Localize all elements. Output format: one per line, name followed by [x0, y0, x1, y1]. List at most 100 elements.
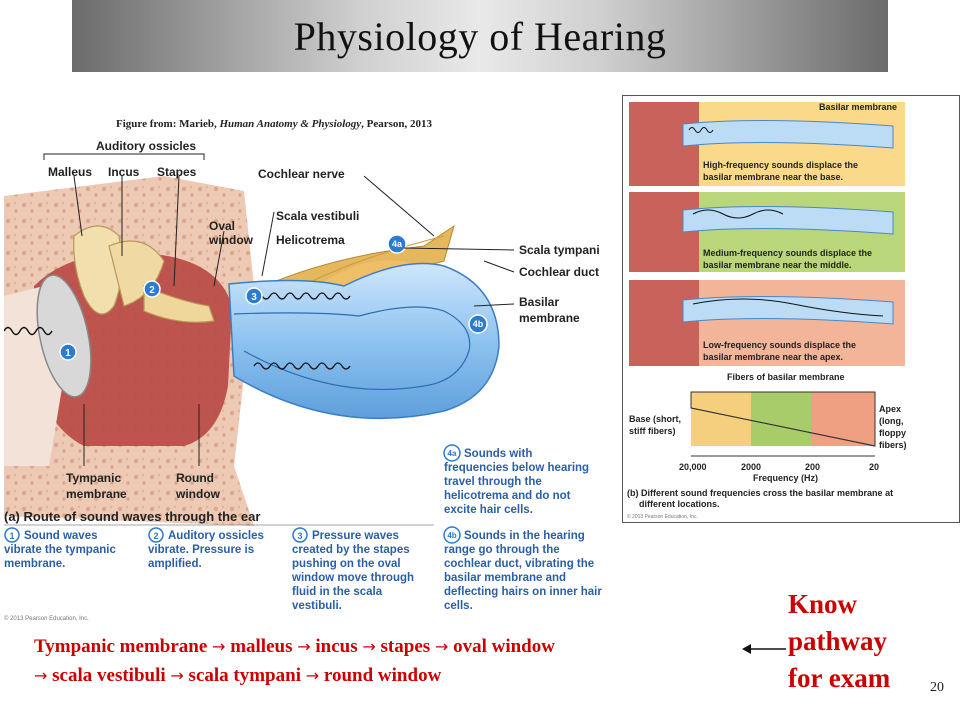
- apex-label: Apex: [879, 404, 901, 414]
- svg-text:cochlear duct, vibrating the: cochlear duct, vibrating the: [444, 558, 594, 570]
- marker-3: 3: [245, 287, 263, 305]
- page-number: 20: [930, 680, 944, 695]
- ossicles: [73, 225, 215, 323]
- svg-text:pushing on the oval: pushing on the oval: [292, 558, 401, 570]
- copyright-b: © 2013 Pearson Education, Inc.: [627, 513, 698, 520]
- svg-text:window: window: [175, 487, 221, 501]
- svg-text:1: 1: [65, 348, 71, 359]
- sound-wave-canal: [4, 326, 53, 336]
- pathway-line-1: Tympanic membrane → malleus → incus → st…: [34, 636, 555, 657]
- svg-text:membrane.: membrane.: [4, 558, 65, 570]
- svg-text:basilar membrane near the apex: basilar membrane near the apex.: [703, 352, 843, 362]
- label-incus: Incus: [108, 165, 140, 179]
- svg-text:1: 1: [9, 531, 14, 541]
- label-round-window: Round: [176, 471, 214, 485]
- svg-text:Sound waves: Sound waves: [24, 530, 98, 542]
- title-bar: Physiology of Hearing: [72, 0, 888, 72]
- svg-text:helicotrema and do not: helicotrema and do not: [444, 490, 571, 502]
- svg-text:travel through the: travel through the: [444, 476, 542, 488]
- svg-text:basilar membrane and: basilar membrane and: [444, 572, 566, 584]
- svg-text:amplified.: amplified.: [148, 558, 202, 570]
- svg-text:excite hair cells.: excite hair cells.: [444, 504, 533, 516]
- svg-text:different locations.: different locations.: [639, 499, 720, 509]
- credit-prefix: Figure from: Marieb,: [116, 118, 220, 130]
- svg-text:vibrate the tympanic: vibrate the tympanic: [4, 544, 116, 556]
- label-cochlear-nerve: Cochlear nerve: [258, 167, 345, 181]
- label-helicotrema: Helicotrema: [276, 233, 345, 247]
- caption-a: (a) Route of sound waves through the ear: [4, 509, 260, 524]
- fibers-label: Fibers of basilar membrane: [727, 372, 845, 382]
- know-callout: Know pathway for exam: [788, 589, 891, 693]
- svg-text:Pressure waves: Pressure waves: [312, 530, 399, 542]
- svg-text:basilar membrane near the base: basilar membrane near the base.: [703, 172, 843, 182]
- basilar-frequency-figure: Basilar membrane High-frequency sounds d…: [622, 95, 960, 523]
- label-cochlear-duct: Cochlear duct: [519, 265, 599, 279]
- label-basilar-b: Basilar membrane: [819, 102, 897, 112]
- label-tympanic-membrane: Tympanic: [66, 471, 121, 485]
- marker-4a: 4a: [387, 234, 407, 254]
- step-3: 3 Pressure waves created by the stapes p…: [291, 527, 414, 612]
- panel-high-text: High-frequency sounds displace the: [703, 160, 858, 170]
- step-2: 2 Auditory ossicles vibrate. Pressure is…: [148, 527, 264, 570]
- slide-title: Physiology of Hearing: [293, 13, 667, 59]
- label-scala-tympani: Scala tympani: [519, 243, 600, 257]
- svg-text:window move through: window move through: [291, 572, 414, 584]
- label-basilar-membrane: Basilar: [519, 295, 559, 309]
- svg-text:3: 3: [297, 531, 302, 541]
- svg-text:Sounds with: Sounds with: [464, 448, 532, 460]
- svg-text:20: 20: [869, 462, 879, 472]
- step-1: 1 Sound waves vibrate the tympanic membr…: [4, 527, 116, 570]
- figure-credit: Figure from: Marieb, Human Anatomy & Phy…: [116, 118, 432, 130]
- fiber-bars: [690, 391, 876, 447]
- copyright-a: © 2013 Pearson Education, Inc.: [4, 615, 89, 622]
- marker-2: 2: [143, 280, 161, 298]
- svg-text:vestibuli.: vestibuli.: [292, 600, 342, 612]
- caption-b: (b) Different sound frequencies cross th…: [627, 488, 893, 498]
- svg-text:2000: 2000: [741, 462, 761, 472]
- svg-text:range go through the: range go through the: [444, 544, 560, 556]
- label-scala-vestibuli: Scala vestibuli: [276, 209, 359, 223]
- label-stapes: Stapes: [157, 165, 197, 179]
- credit-book: Human Anatomy & Physiology: [219, 118, 362, 130]
- sound-wave-tympani: [253, 362, 351, 370]
- label-oval-window: Oval: [209, 219, 235, 233]
- freq-axis: 20,000 2000 200 20 Frequency (Hz) (b) Di…: [627, 455, 893, 520]
- label-auditory-ossicles: Auditory ossicles: [96, 139, 196, 153]
- svg-text:Frequency (Hz): Frequency (Hz): [753, 473, 818, 483]
- svg-text:floppy: floppy: [879, 428, 906, 438]
- sound-wave-vestibuli: [253, 292, 351, 300]
- panel-high: [629, 102, 905, 186]
- ear-route-figure: 1 2 3 4a 4b Auditory ossicles Malleus In…: [4, 139, 602, 622]
- svg-text:2: 2: [153, 531, 158, 541]
- svg-text:4a: 4a: [392, 239, 403, 249]
- svg-text:4b: 4b: [447, 531, 456, 540]
- svg-text:cells.: cells.: [444, 600, 473, 612]
- svg-text:stiff fibers): stiff fibers): [629, 426, 676, 436]
- cochlea-tube: [228, 262, 500, 420]
- svg-text:membrane: membrane: [66, 487, 127, 501]
- svg-text:window: window: [208, 233, 254, 247]
- svg-text:3: 3: [251, 292, 257, 303]
- marker-4b: 4b: [468, 314, 488, 334]
- marker-1: 1: [59, 343, 77, 361]
- svg-text:Auditory ossicles: Auditory ossicles: [168, 530, 264, 542]
- svg-text:basilar membrane near the midd: basilar membrane near the middle.: [703, 260, 852, 270]
- callout-arrow-icon: [742, 644, 786, 654]
- svg-text:deflecting hairs on inner hair: deflecting hairs on inner hair: [444, 586, 602, 598]
- credit-suffix: , Pearson, 2013: [361, 118, 433, 130]
- pathway-line-2: → scala vestibuli → scala tympani → roun…: [34, 665, 442, 686]
- panel-low: [629, 280, 905, 366]
- pathway-text: Tympanic membrane → malleus → incus → st…: [34, 632, 754, 690]
- svg-text:20,000: 20,000: [679, 462, 707, 472]
- note-4a: 4a Sounds with frequencies below hearing…: [443, 444, 589, 516]
- panel-medium: [629, 192, 905, 272]
- svg-text:Sounds in the hearing: Sounds in the hearing: [464, 530, 585, 542]
- svg-text:2: 2: [149, 285, 155, 296]
- step-4b: 4b Sounds in the hearing range go throug…: [443, 526, 602, 612]
- svg-text:4a: 4a: [448, 449, 457, 458]
- tympanic-membrane: [36, 274, 92, 398]
- panel-medium-text: Medium-frequency sounds displace the: [703, 248, 872, 258]
- svg-text:frequencies below hearing: frequencies below hearing: [444, 462, 589, 474]
- svg-text:vibrate. Pressure is: vibrate. Pressure is: [148, 544, 254, 556]
- svg-text:fibers): fibers): [879, 440, 907, 450]
